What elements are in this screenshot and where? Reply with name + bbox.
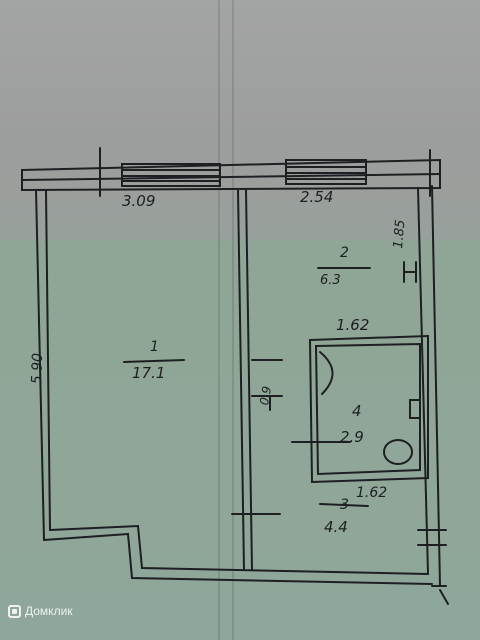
paper-background [0, 0, 480, 240]
room-4-area: 2.9 [340, 428, 364, 446]
room-3-number: 3 [340, 497, 349, 513]
window-right [285, 159, 367, 185]
room-4-number: 4 [352, 402, 362, 420]
outer-wall-top [21, 158, 441, 192]
outer-wall-right [417, 185, 441, 587]
room-3-area: 4.4 [324, 518, 348, 536]
toilet-icon [383, 439, 413, 465]
paper-fold-line [232, 0, 234, 640]
bathtub-icon [319, 351, 334, 395]
room-2-number: 2 [340, 245, 349, 261]
domclick-watermark: Домклик [8, 604, 73, 618]
dimension-left-length: 5.90 [29, 352, 47, 385]
domclick-logo-icon [8, 604, 21, 618]
window-left [121, 163, 221, 187]
dimension-room2-width: 2.54 [300, 188, 334, 206]
dimension-bath-top: 1.62 [336, 316, 370, 334]
outer-wall-bottom [43, 524, 433, 585]
paper-fold-line [218, 0, 220, 640]
dimension-right-top: 1.85 [391, 219, 409, 250]
room-1-area: 17.1 [132, 364, 166, 382]
room-2-area: 6.3 [320, 273, 341, 288]
room-1-number: 1 [150, 339, 159, 355]
dimension-bath-bottom: 1.62 [356, 485, 388, 501]
outer-wall-left [35, 189, 51, 541]
bathroom-walls [308, 334, 429, 484]
partition-wall [237, 189, 253, 571]
dimension-room1-width: 3.09 [122, 192, 156, 210]
dimension-partition: 0.9 [257, 385, 275, 407]
watermark-text: Домклик [25, 604, 73, 618]
